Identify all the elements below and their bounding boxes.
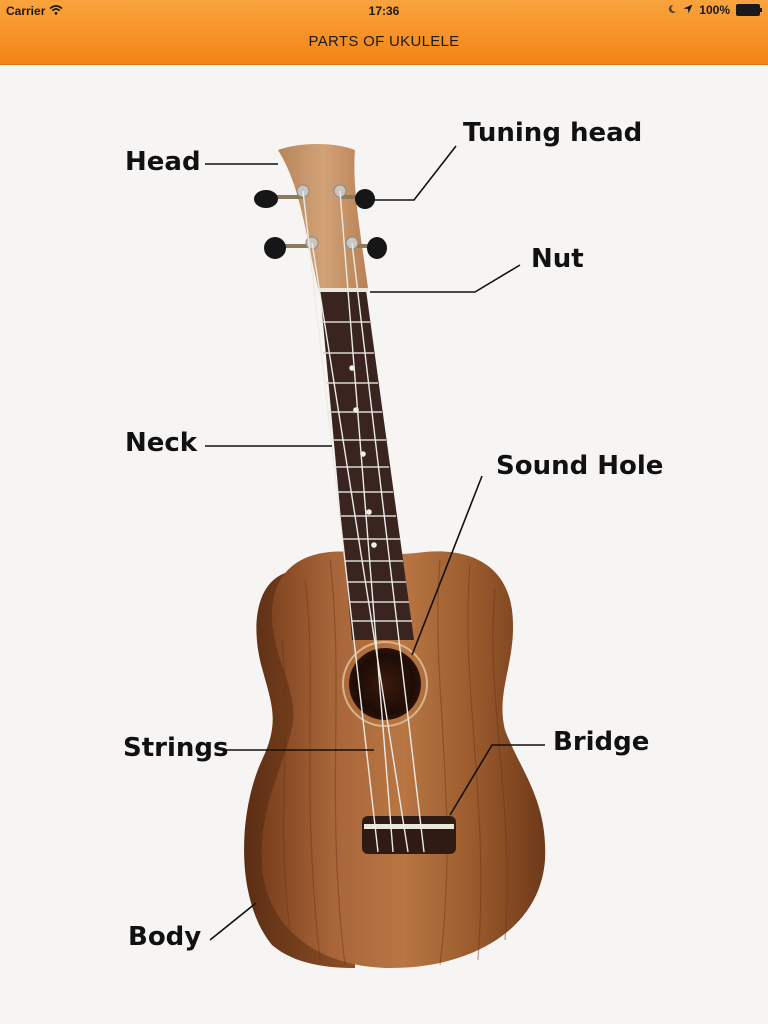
wifi-icon (49, 4, 63, 18)
nut-piece (318, 286, 368, 292)
tuning-pegs (254, 184, 387, 259)
label-body: Body (128, 922, 202, 952)
location-arrow-icon (683, 3, 693, 17)
navigation-bar: Carrier 17:36 100% (0, 0, 768, 65)
label-tuning-head: Tuning head (463, 118, 643, 148)
battery-icon (736, 4, 762, 16)
battery-label: 100% (699, 3, 730, 17)
label-bridge: Bridge (553, 727, 650, 757)
page-title: PARTS OF UKULELE (308, 33, 460, 50)
label-neck: Neck (125, 428, 198, 458)
label-head: Head (125, 147, 201, 177)
sound-hole-rosette (342, 641, 428, 727)
status-bar: Carrier 17:36 100% (0, 0, 768, 22)
moon-icon (667, 3, 677, 17)
label-sound-hole: Sound Hole (496, 451, 664, 481)
fretboard (320, 290, 414, 640)
carrier-label: Carrier (6, 4, 46, 18)
ukulele-body (261, 551, 546, 968)
status-time: 17:36 (368, 4, 400, 18)
bridge-saddle (364, 824, 454, 829)
ukulele-diagram: Head Tuning head Nut Neck Sound Hole Str… (0, 65, 768, 1024)
label-strings: Strings (123, 733, 229, 763)
sound-hole-shape (349, 648, 421, 720)
leader-lines (205, 145, 545, 941)
frets (321, 321, 412, 622)
ukulele-illustration (205, 144, 546, 968)
label-nut: Nut (531, 244, 584, 274)
strings (302, 190, 425, 853)
carrier-indicator: Carrier (6, 4, 63, 18)
status-right-group: 100% (667, 3, 762, 17)
